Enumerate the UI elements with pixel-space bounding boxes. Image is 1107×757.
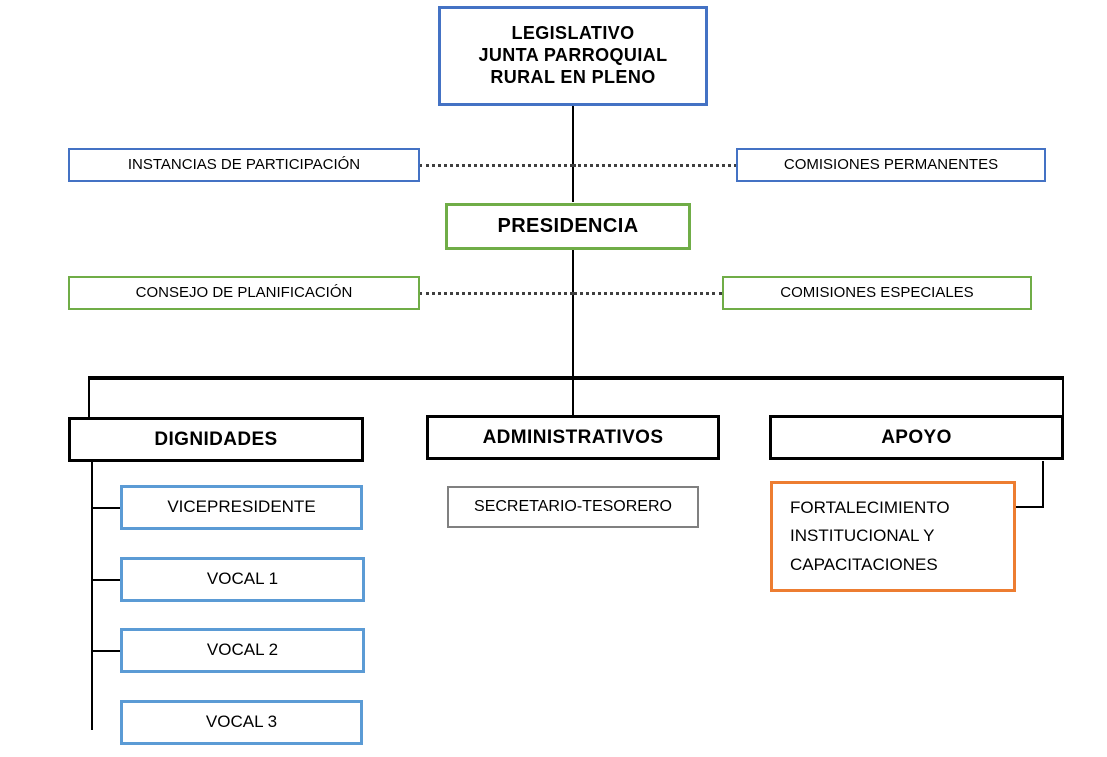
node-legislativo[interactable]: LEGISLATIVO JUNTA PARROQUIAL RURAL EN PL…: [438, 6, 708, 106]
connector-bus-to-apoyo: [1062, 376, 1064, 416]
connector-bus-to-dignidades: [88, 376, 90, 418]
node-fortalecimiento-line-3: CAPACITACIONES: [790, 554, 938, 574]
node-fortalecimiento-institucional[interactable]: FORTALECIMIENTO INSTITUCIONAL Y CAPACITA…: [770, 481, 1016, 592]
node-consejo-de-planificacion-label: CONSEJO DE PLANIFICACIÓN: [135, 283, 353, 301]
node-presidencia[interactable]: PRESIDENCIA: [445, 203, 691, 250]
connector-legislativo-to-presidencia: [572, 105, 574, 202]
connector-bus-to-administrativos: [572, 376, 574, 416]
node-administrativos-label: ADMINISTRATIVOS: [482, 426, 664, 448]
node-legislativo-line-2: JUNTA PARROQUIAL: [478, 45, 668, 66]
connector-dignidades-to-vocal-2: [91, 650, 121, 652]
connector-presidencia-to-bus: [572, 250, 574, 377]
node-comisiones-especiales-label: COMISIONES ESPECIALES: [780, 283, 974, 301]
node-instancias-de-participacion[interactable]: INSTANCIAS DE PARTICIPACIÓN: [68, 148, 420, 182]
node-legislativo-line-3: RURAL EN PLENO: [490, 66, 656, 87]
connector-dignidades-to-vocal-1: [91, 579, 121, 581]
connector-dignidades-spine: [91, 462, 93, 730]
connector-dotted-row-1-right: [573, 164, 737, 167]
node-vocal-3[interactable]: VOCAL 3: [120, 700, 363, 745]
connector-distribution-bus: [88, 376, 1064, 380]
node-vocal-1[interactable]: VOCAL 1: [120, 557, 365, 602]
node-instancias-de-participacion-label: INSTANCIAS DE PARTICIPACIÓN: [127, 155, 361, 173]
node-vocal-1-label: VOCAL 1: [206, 569, 279, 589]
node-vocal-2[interactable]: VOCAL 2: [120, 628, 365, 673]
node-vocal-2-label: VOCAL 2: [206, 640, 279, 660]
node-vicepresidente[interactable]: VICEPRESIDENTE: [120, 485, 363, 530]
connector-dignidades-to-vicepresidente: [91, 507, 121, 509]
node-comisiones-permanentes[interactable]: COMISIONES PERMANENTES: [736, 148, 1046, 182]
node-apoyo-label: APOYO: [881, 426, 952, 448]
node-secretario-tesorero-label: SECRETARIO-TESORERO: [474, 498, 672, 516]
node-legislativo-line-1: LEGISLATIVO: [511, 23, 635, 44]
connector-dotted-row-2-right: [573, 292, 723, 295]
node-comisiones-especiales[interactable]: COMISIONES ESPECIALES: [722, 276, 1032, 310]
connector-dotted-row-2-left: [419, 292, 573, 295]
node-administrativos[interactable]: ADMINISTRATIVOS: [426, 415, 720, 460]
node-consejo-de-planificacion[interactable]: CONSEJO DE PLANIFICACIÓN: [68, 276, 420, 310]
node-comisiones-permanentes-label: COMISIONES PERMANENTES: [783, 155, 999, 173]
node-fortalecimiento-line-1: FORTALECIMIENTO: [790, 498, 950, 518]
connector-apoyo-to-fortalecimiento-vertical: [1042, 461, 1044, 508]
node-vocal-3-label: VOCAL 3: [205, 712, 278, 732]
node-dignidades[interactable]: DIGNIDADES: [68, 417, 364, 462]
node-dignidades-label: DIGNIDADES: [154, 428, 278, 450]
node-fortalecimiento-line-2: INSTITUCIONAL Y: [790, 526, 935, 546]
node-secretario-tesorero[interactable]: SECRETARIO-TESORERO: [447, 486, 699, 528]
node-apoyo[interactable]: APOYO: [769, 415, 1064, 460]
node-presidencia-label: PRESIDENCIA: [497, 215, 639, 238]
node-vicepresidente-label: VICEPRESIDENTE: [167, 497, 316, 517]
connector-dotted-row-1-left: [419, 164, 573, 167]
connector-apoyo-to-fortalecimiento-horizontal: [1015, 506, 1044, 508]
